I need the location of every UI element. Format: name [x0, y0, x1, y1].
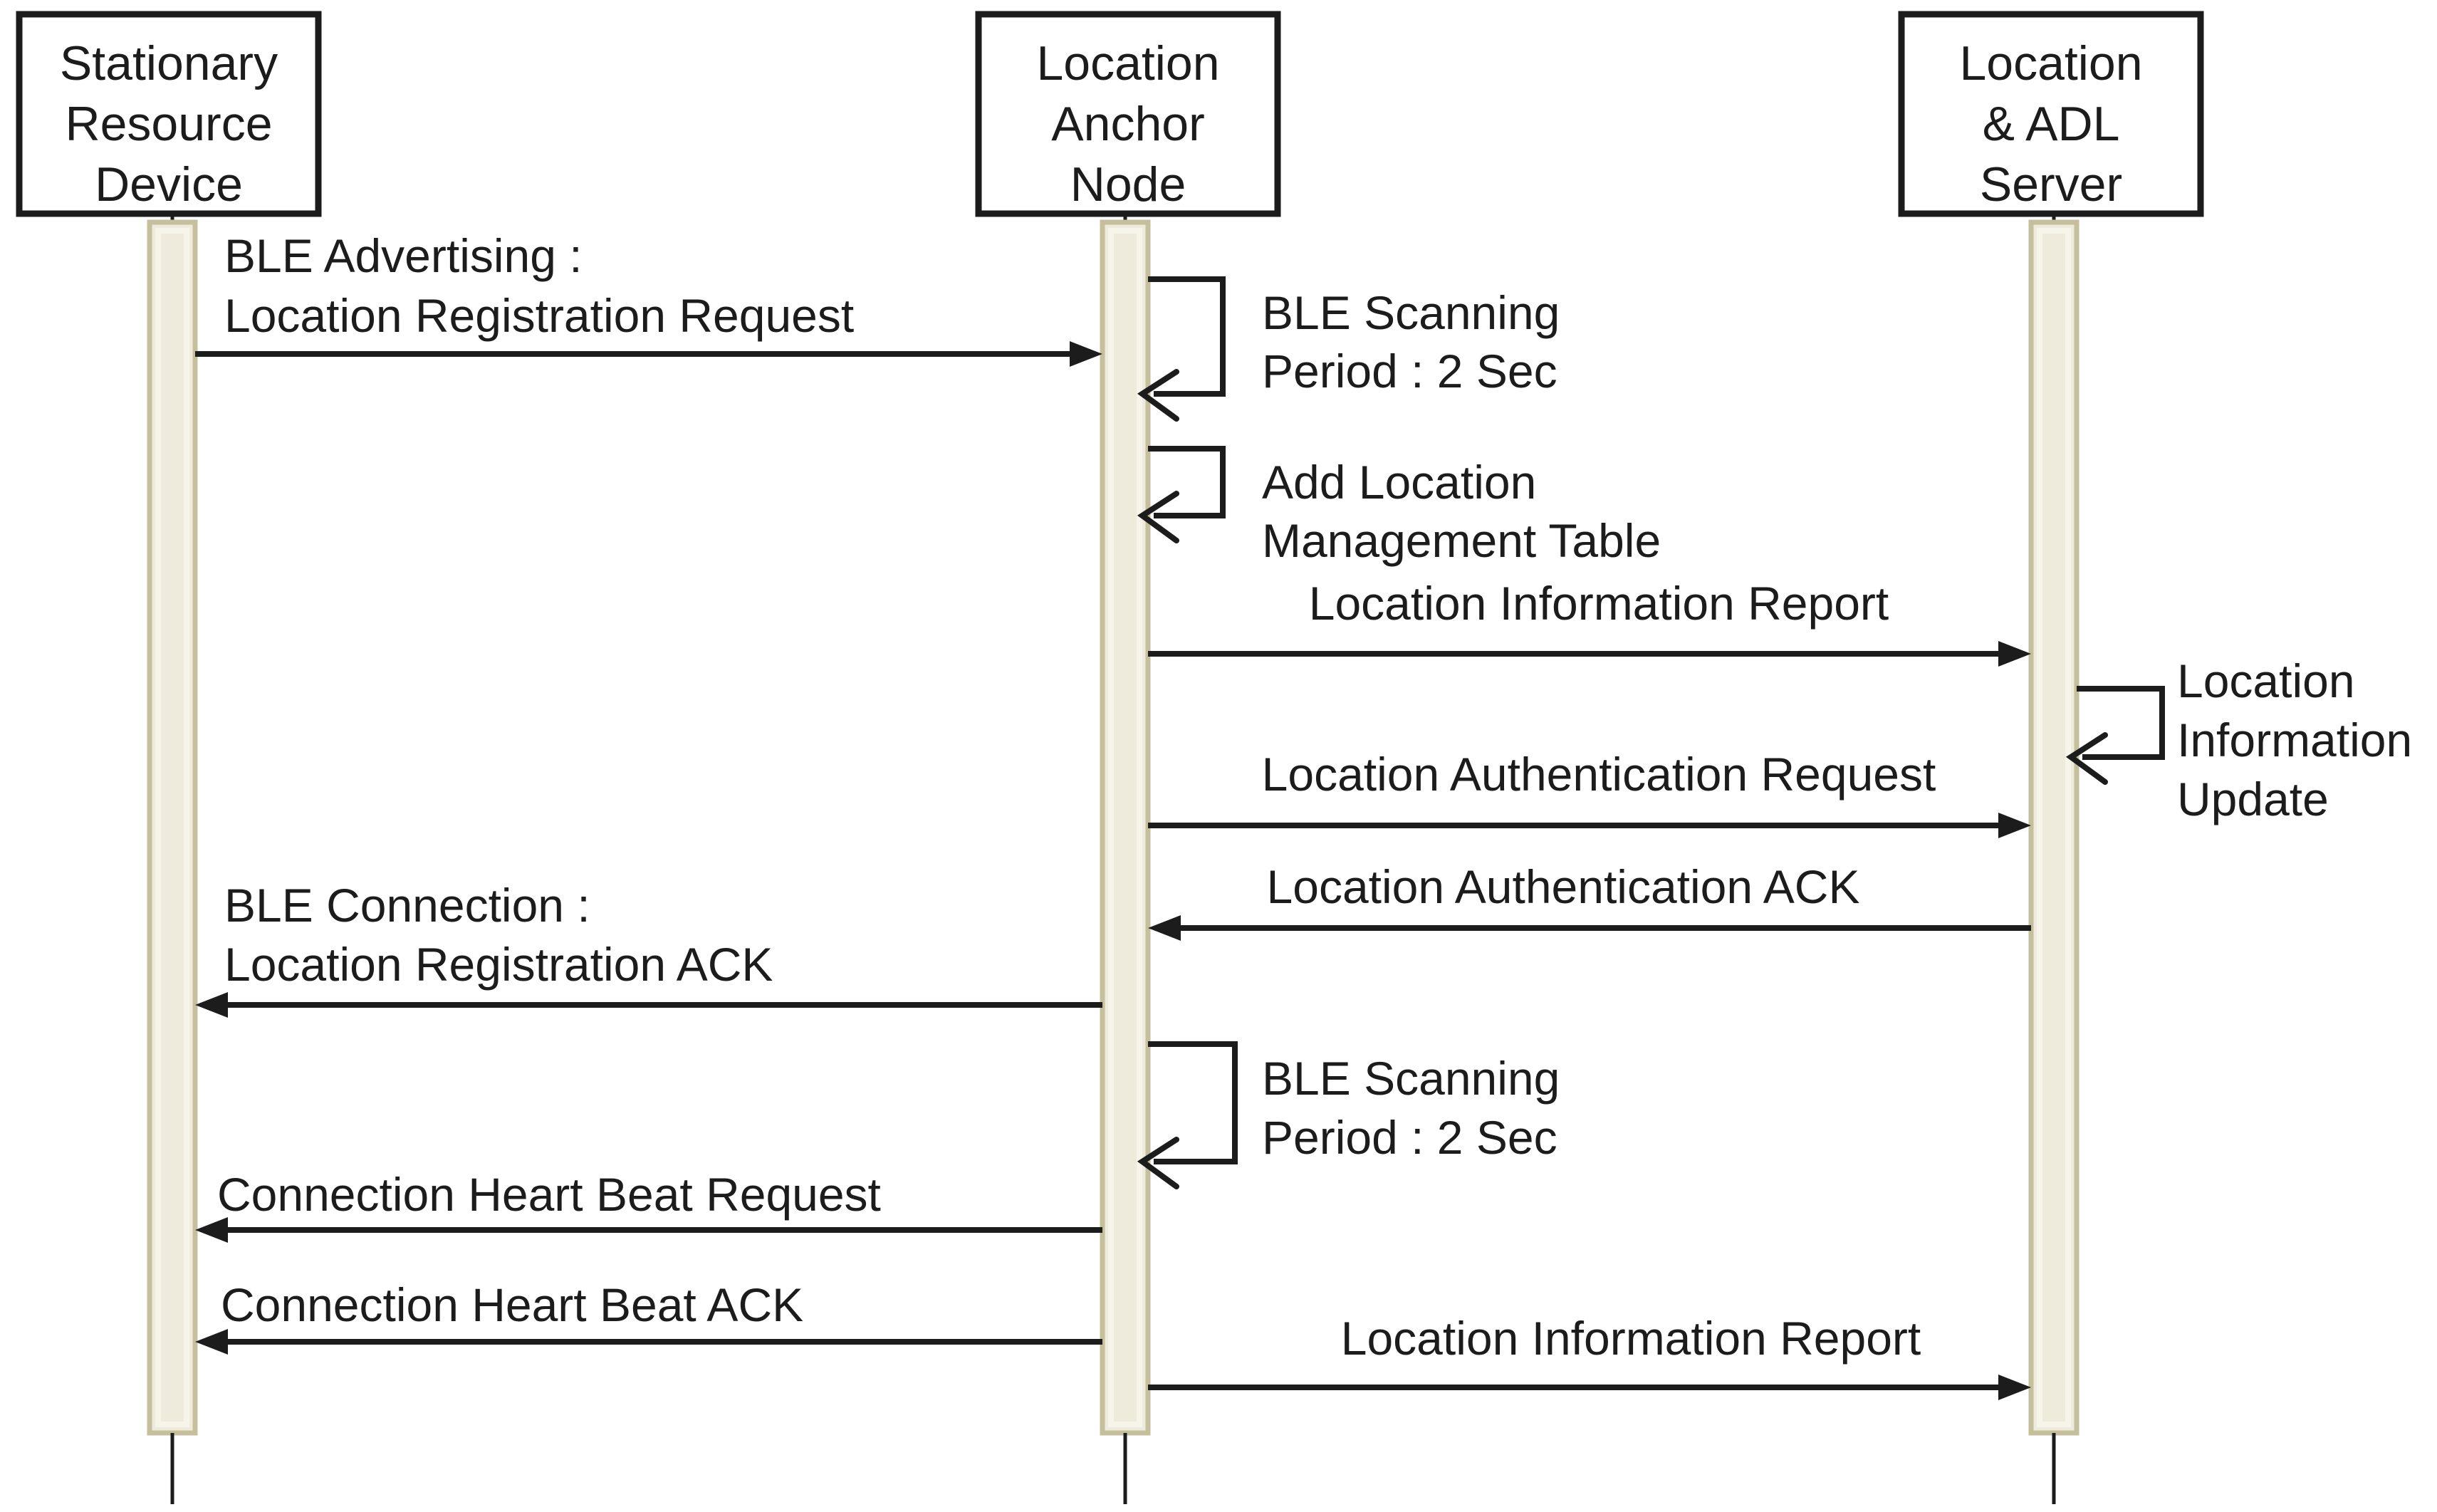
actor-label-line: Location — [1959, 36, 2142, 90]
message-location-information-report-1: Location Information Report — [1148, 577, 2031, 667]
self-message-location-information-update: Location Information Update — [2065, 655, 2412, 825]
message-label-line: BLE Connection : — [224, 879, 590, 932]
self-message-add-location-management-table: Add Location Management Table — [1137, 446, 1661, 567]
message-label-line: Location Registration ACK — [224, 938, 773, 991]
arrowhead-left — [195, 1217, 228, 1243]
actor-label-line: Anchor — [1051, 97, 1204, 151]
message-location-authentication-request: Location Authentication Request — [1148, 748, 2031, 838]
actor-location-anchor-node: Location Anchor Node — [975, 11, 1281, 217]
actor-label-line: Node — [1070, 157, 1186, 212]
actor-box — [16, 11, 322, 217]
activation-bar-highlight — [155, 228, 189, 1427]
message-label-line: Period : 2 Sec — [1262, 345, 1557, 397]
arrowhead-left-chevron — [1137, 1137, 1179, 1189]
self-message-ble-scanning-2: BLE Scanning Period : 2 Sec — [1137, 1041, 1560, 1189]
message-label-line: Update — [2177, 773, 2329, 825]
message-location-information-report-2: Location Information Report — [1148, 1312, 2031, 1400]
self-loop-line — [1148, 276, 1226, 397]
message-label-line: Connection Heart Beat ACK — [221, 1278, 803, 1331]
lifeline-location-adl-server — [2028, 214, 2079, 1504]
message-label-line: Period : 2 Sec — [1262, 1111, 1557, 1164]
arrowhead-left-chevron — [1137, 369, 1179, 422]
message-location-authentication-ack: Location Authentication ACK — [1148, 860, 2031, 941]
actor-label-line: Location — [1036, 36, 1219, 90]
message-ble-connection-location-registration-ack: BLE Connection : Location Registration A… — [195, 879, 1102, 1018]
activation-bar-highlight — [1108, 228, 1142, 1427]
arrowhead-right — [1070, 341, 1102, 367]
actor-location-adl-server: Location & ADL Server — [1898, 11, 2204, 217]
message-ble-advertising-location-registration-request: BLE Advertising : Location Registration … — [195, 229, 1102, 367]
actor-label-line: Server — [1980, 157, 2122, 212]
actor-box — [975, 11, 1281, 217]
self-loop-line — [1148, 1041, 1238, 1164]
message-label-line: Location Authentication Request — [1262, 748, 1936, 801]
message-label-line: Location Registration Request — [224, 289, 854, 342]
message-label-line: Location Information Report — [1341, 1312, 1921, 1365]
arrowhead-left — [195, 1329, 228, 1355]
arrowhead-left — [1148, 915, 1181, 941]
self-loop-line — [2077, 686, 2165, 760]
self-message-ble-scanning-1: BLE Scanning Period : 2 Sec — [1137, 276, 1560, 422]
message-label-line: BLE Scanning — [1262, 286, 1560, 339]
arrowhead-right — [1998, 813, 2031, 838]
lifeline-stationary-resource-device — [147, 214, 198, 1504]
message-label-line: Management Table — [1262, 514, 1661, 567]
message-label-line: BLE Advertising : — [224, 229, 583, 282]
actor-stationary-resource-device: Stationary Resource Device — [16, 11, 322, 217]
arrowhead-left-chevron — [2065, 732, 2108, 785]
actor-label-line: Device — [95, 157, 243, 212]
lifeline-location-anchor-node — [1100, 214, 1151, 1504]
arrowhead-right — [1998, 641, 2031, 667]
arrowhead-right — [1998, 1375, 2031, 1400]
actor-label-line: & ADL — [1983, 97, 2120, 151]
activation-bar-highlight — [2037, 228, 2071, 1427]
message-connection-heart-beat-request: Connection Heart Beat Request — [195, 1168, 1102, 1243]
message-label-line: Location — [2177, 655, 2355, 707]
actor-label-line: Resource — [65, 97, 272, 151]
message-label-line: Location Authentication ACK — [1267, 860, 1860, 913]
actor-label-line: Stationary — [60, 36, 278, 90]
arrowhead-left — [195, 992, 228, 1018]
message-label-line: Location Information Report — [1309, 577, 1889, 630]
message-connection-heart-beat-ack: Connection Heart Beat ACK — [195, 1278, 1102, 1355]
actor-box — [1898, 11, 2204, 217]
message-label-line: Information — [2177, 714, 2412, 766]
message-label-line: Connection Heart Beat Request — [217, 1168, 881, 1221]
message-label-line: Add Location — [1262, 456, 1536, 509]
message-label-line: BLE Scanning — [1262, 1052, 1560, 1105]
arrowhead-left-chevron — [1137, 491, 1179, 543]
self-loop-line — [1148, 446, 1226, 518]
